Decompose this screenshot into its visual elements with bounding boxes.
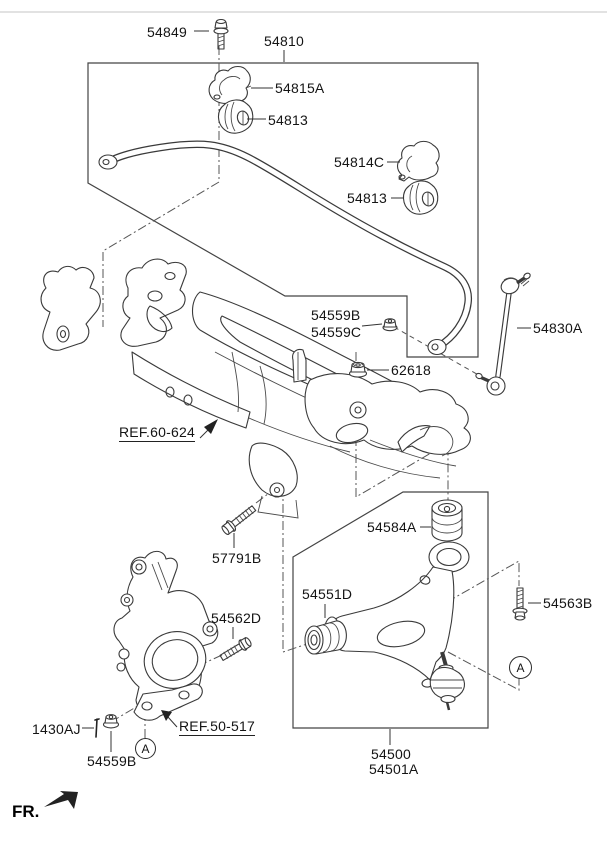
fr-marker: FR. bbox=[12, 802, 40, 821]
label-ref-50-517: REF.50-517 bbox=[179, 718, 255, 736]
leader-lines bbox=[82, 30, 541, 752]
label-54562D: 54562D bbox=[211, 610, 262, 626]
label-57791B: 57791B bbox=[212, 550, 262, 566]
label-54559B-upper: 54559B bbox=[311, 307, 361, 323]
control-arm-drawing bbox=[323, 541, 470, 711]
label-54830A: 54830A bbox=[533, 320, 583, 336]
label-54849: 54849 bbox=[147, 24, 187, 40]
bushing-54551D-drawing bbox=[304, 620, 347, 655]
label-54814C: 54814C bbox=[334, 154, 385, 170]
bushing-54813-lower-drawing bbox=[402, 180, 439, 215]
callout-a-left: A bbox=[135, 738, 156, 759]
group-boxes bbox=[87, 62, 489, 729]
label-54815A: 54815A bbox=[275, 80, 325, 96]
bracket-54814C-drawing bbox=[396, 140, 440, 182]
label-ref-60-624: REF.60-624 bbox=[119, 424, 195, 442]
label-54501A: 54501A bbox=[369, 761, 419, 777]
bolt-54849-drawing bbox=[213, 18, 229, 50]
nut-54559BC-drawing bbox=[382, 318, 398, 332]
label-54563B: 54563B bbox=[543, 595, 593, 611]
nut-62618-drawing bbox=[348, 361, 368, 378]
bolt-54563B-drawing bbox=[512, 587, 528, 621]
bolt-57791B-drawing bbox=[221, 505, 257, 535]
label-54813-lower: 54813 bbox=[347, 190, 387, 206]
label-62618: 62618 bbox=[391, 362, 431, 378]
pin-1430AJ-drawing bbox=[94, 718, 100, 738]
bushing-54813-upper-drawing bbox=[217, 99, 254, 134]
label-54810: 54810 bbox=[264, 33, 304, 49]
knuckle-drawing bbox=[113, 550, 219, 721]
label-54813-upper: 54813 bbox=[268, 112, 308, 128]
label-54500: 54500 bbox=[371, 746, 411, 762]
bolt-54562D-drawing bbox=[219, 637, 252, 661]
stabilizer-bar-drawing bbox=[98, 140, 473, 356]
stabilizer-link-drawing bbox=[475, 272, 531, 396]
callout-a-right: A bbox=[509, 656, 532, 679]
nut-54559B-lower-drawing bbox=[102, 714, 120, 729]
label-54559C: 54559C bbox=[311, 324, 362, 340]
label-1430AJ: 1430AJ bbox=[32, 721, 81, 737]
crossmember-drawing bbox=[40, 258, 471, 519]
bushing-54584A-drawing bbox=[431, 499, 463, 542]
label-54559B-lower: 54559B bbox=[87, 753, 137, 769]
fr-direction-arrow-icon bbox=[44, 791, 78, 809]
label-54584A: 54584A bbox=[367, 519, 417, 535]
label-54551D: 54551D bbox=[302, 586, 353, 602]
